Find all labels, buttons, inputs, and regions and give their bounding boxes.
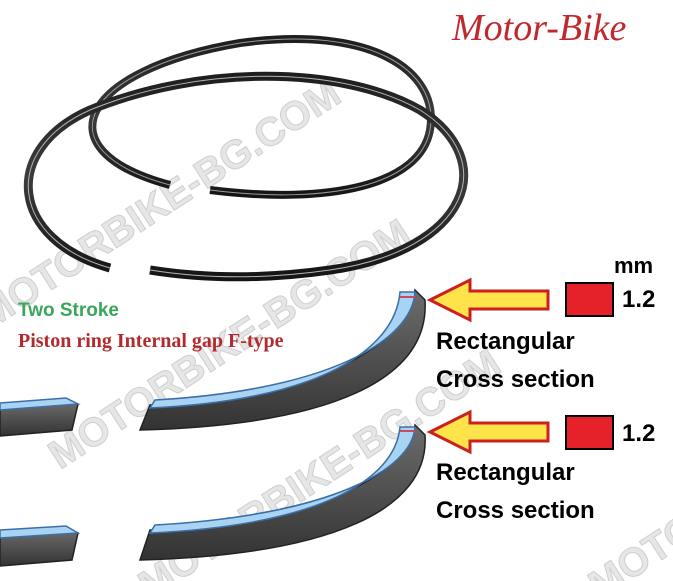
ring-section-upper: [0, 288, 426, 437]
ring-photo: [23, 35, 469, 282]
ring-type-label: Piston ring Internal gap F-type: [18, 330, 284, 352]
dimension-value: 1.2: [622, 286, 656, 313]
cross-section-swatch: [565, 415, 614, 450]
section-description-label: Cross section: [436, 366, 595, 393]
ring-section-lower: [0, 423, 426, 567]
section-shape-label: Rectangular: [436, 459, 575, 486]
arrow-left-icon: [426, 277, 550, 323]
watermark-text: MOTORBIKE-BG.COM: [581, 341, 673, 581]
stroke-type-label: Two Stroke: [18, 300, 119, 321]
brand-logo: Motor-Bike: [452, 7, 627, 49]
section-shape-label: Rectangular: [436, 328, 575, 355]
arrow-left-icon: [426, 409, 550, 455]
cross-section-swatch: [565, 282, 614, 317]
dimension-value: 1.2: [622, 420, 656, 447]
unit-label: mm: [614, 253, 654, 278]
section-description-label: Cross section: [436, 497, 595, 524]
